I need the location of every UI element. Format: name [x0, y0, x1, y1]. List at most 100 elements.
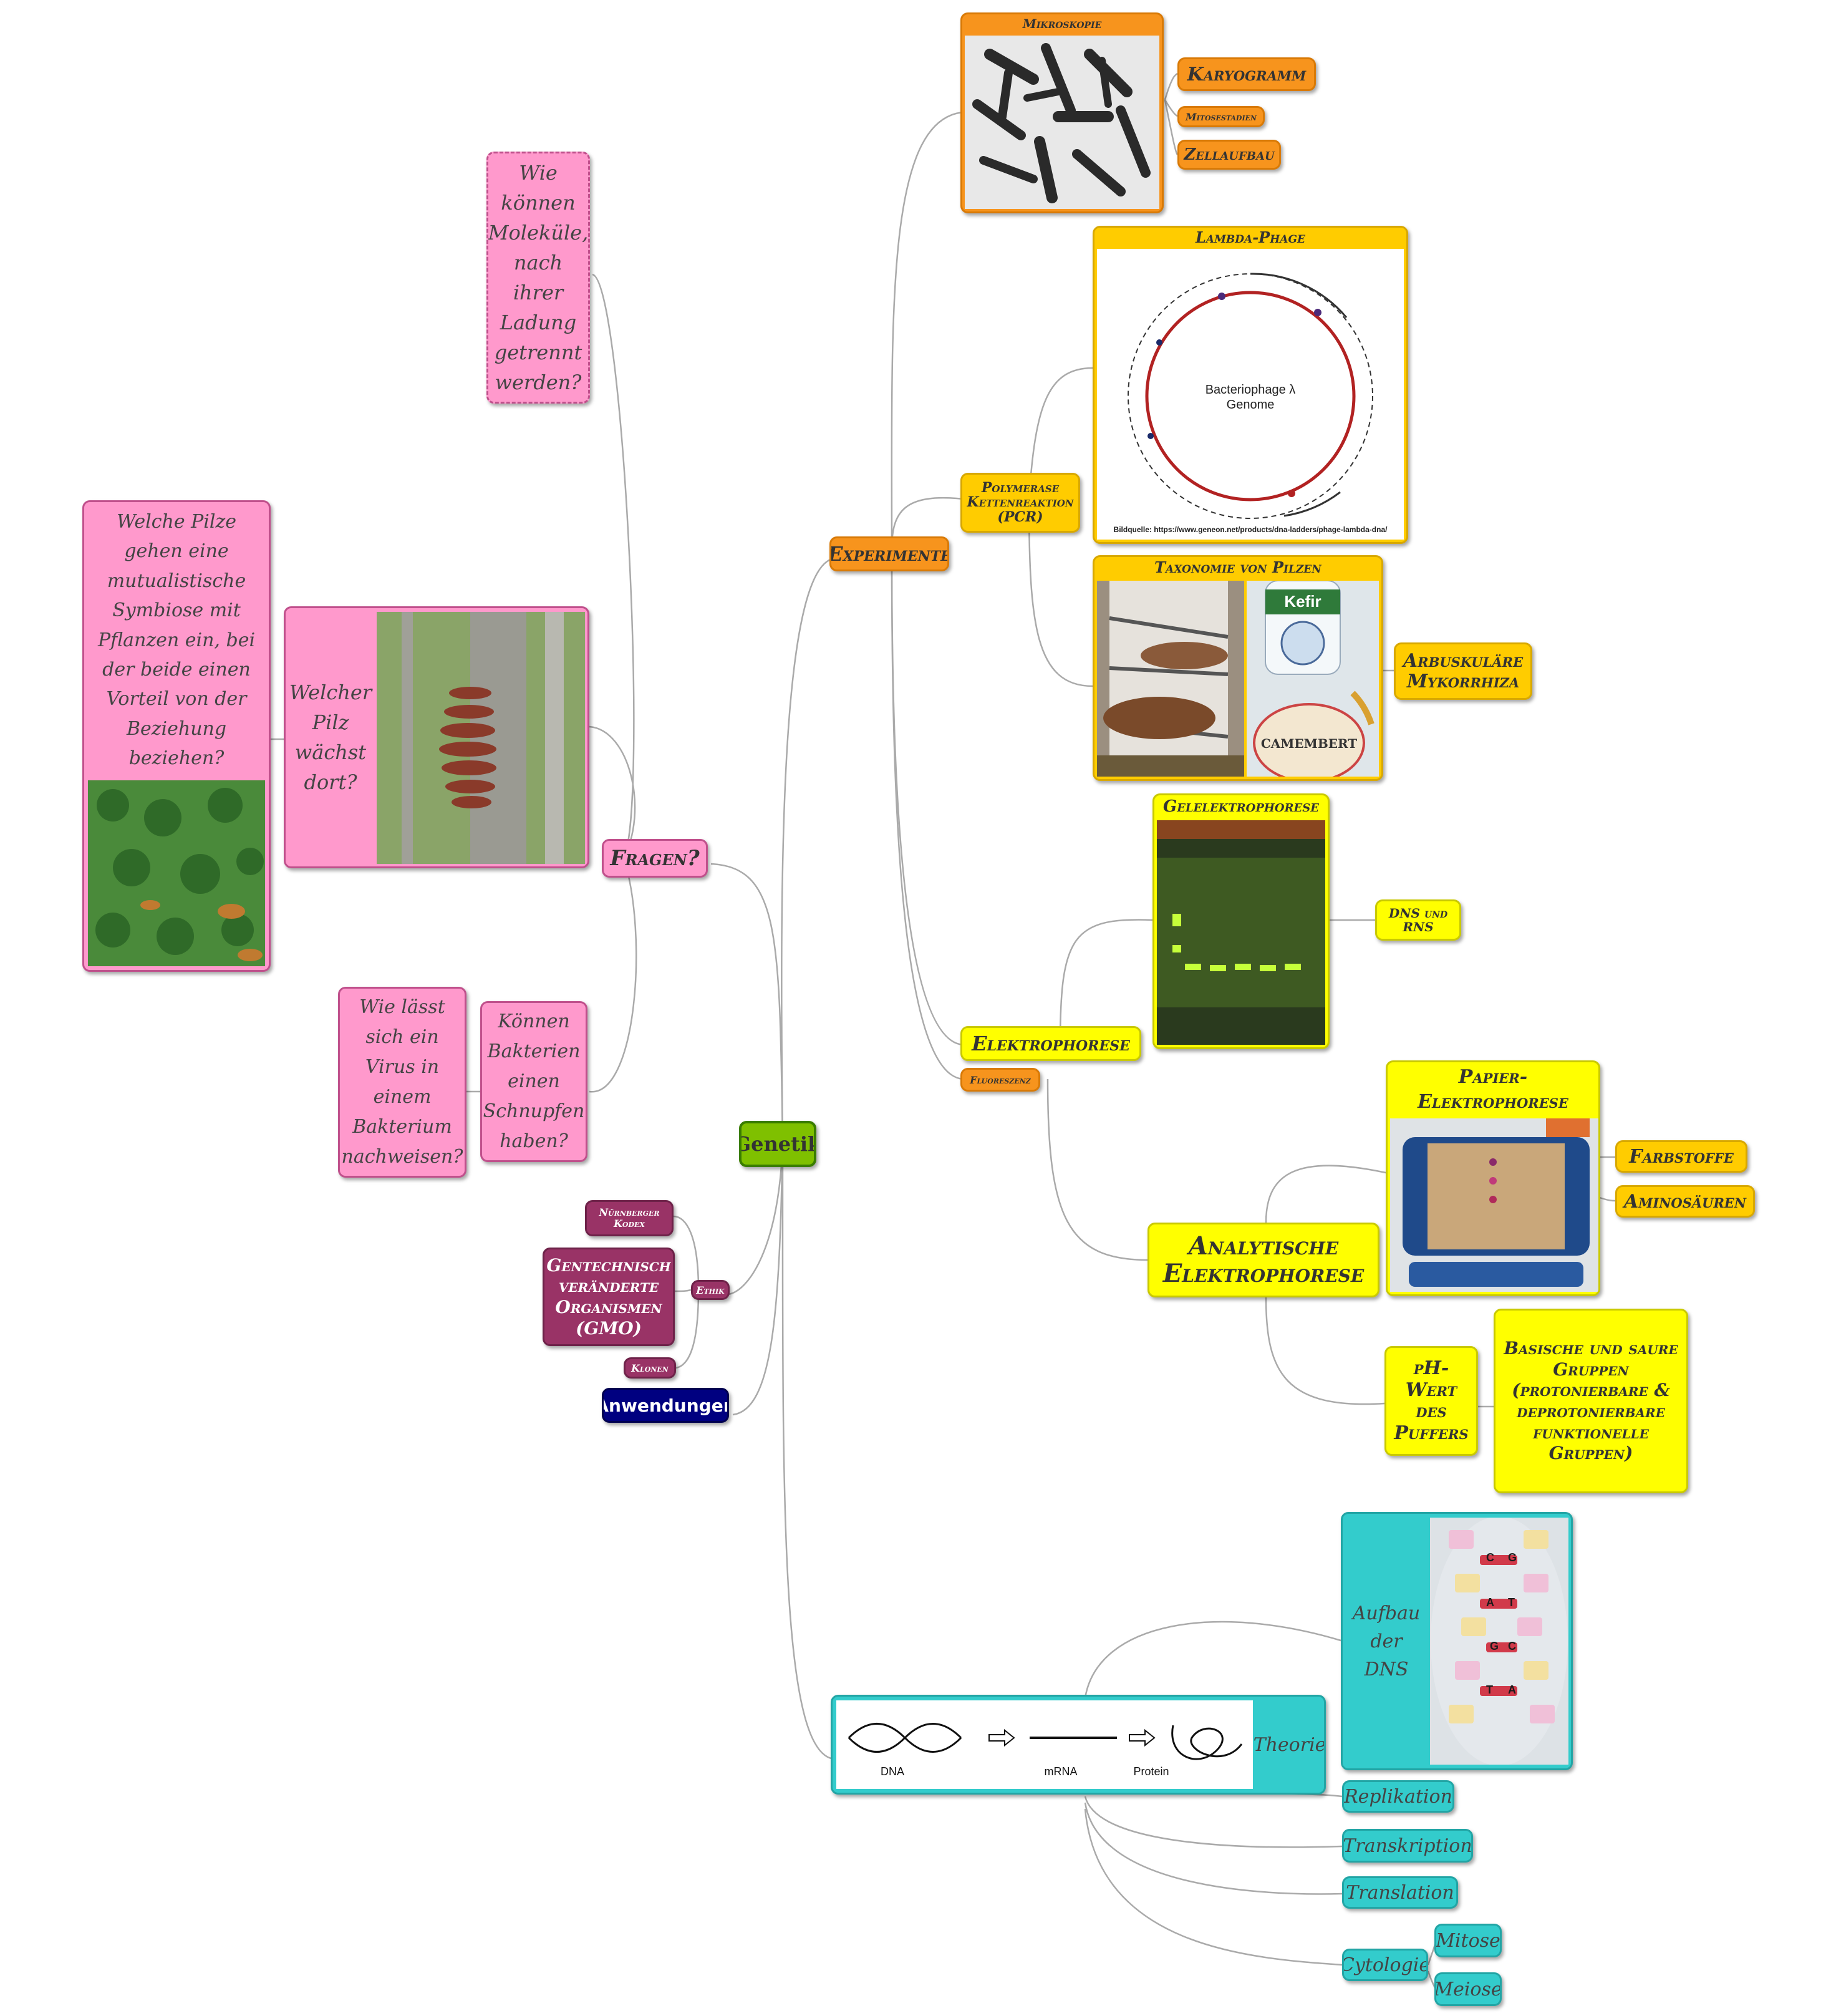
lambda-label: Lambda-Phage	[1196, 228, 1305, 246]
topic-mikroskopie[interactable]: Mikroskopie	[960, 12, 1164, 213]
topic-fragen[interactable]: Fragen?	[602, 839, 708, 878]
dns-und-rns-node[interactable]: DNS und RNS	[1375, 899, 1461, 941]
topic-anwendungen[interactable]: Anwendungen	[602, 1388, 729, 1423]
frage-molekuele-node[interactable]: Wie können Moleküle, nach ihrer Ladung g…	[486, 152, 590, 404]
gmo-node[interactable]: Gentechnisch veränderte Organismen (GMO)	[543, 1248, 675, 1346]
karyogramm-label: Karyogramm	[1187, 63, 1307, 85]
klonen-node[interactable]: Klonen	[624, 1357, 676, 1379]
mrna-caption: mRNA	[1045, 1765, 1078, 1778]
mitose-label: Mitose	[1436, 1929, 1500, 1952]
lambda-genome-image: Bacteriophage λ Genome Bildquelle: https…	[1097, 249, 1404, 540]
frage-pilz-node[interactable]: Welcher Pilz wächst dort?	[284, 606, 589, 868]
topic-experimente-label: Experimente	[829, 542, 949, 566]
frage-bakterien-node[interactable]: Können Bakterien einen Schnupfen haben?	[480, 1001, 587, 1162]
topic-ethik[interactable]: Ethik	[691, 1280, 730, 1300]
fragen-label: Fragen?	[610, 846, 700, 871]
genome-title-line1: Bacteriophage λ	[1205, 383, 1296, 397]
topic-papier-elektrophorese[interactable]: Papier-Elektrophorese	[1386, 1060, 1600, 1296]
mitosestadien-node[interactable]: Mitosestadien	[1177, 106, 1265, 127]
meiose-node[interactable]: Meiose	[1434, 1972, 1502, 2006]
gel-label: Gelelektrophorese	[1163, 797, 1319, 816]
topic-experimente[interactable]: Experimente	[829, 536, 949, 571]
aminosaeuren-node[interactable]: Aminosäuren	[1615, 1185, 1755, 1218]
pcr-label: Polymerase Kettenreaktion (PCR)	[967, 480, 1074, 525]
central-topic-genetik[interactable]: Genetik	[739, 1121, 816, 1167]
ph-wert-label: pH-Wert des Puffers	[1394, 1357, 1469, 1444]
base-g1: G	[1508, 1551, 1517, 1564]
replikation-node[interactable]: Replikation	[1342, 1780, 1454, 1813]
anwendungen-label: Anwendungen	[602, 1395, 729, 1416]
camembert-label: CAMEMBERT	[1261, 736, 1357, 751]
farbstoffe-label: Farbstoffe	[1629, 1145, 1734, 1168]
nuernberger-kodex-label: Nürnberger Kodex	[599, 1206, 660, 1229]
base-t2: T	[1486, 1684, 1493, 1696]
cytologie-node[interactable]: Cytologie	[1342, 1949, 1428, 1981]
frage-symbiose-label: Welche Pilze gehen eine mutualistische S…	[97, 511, 256, 770]
dns-und-rns-label: DNS und RNS	[1388, 906, 1448, 934]
ph-wert-node[interactable]: pH-Wert des Puffers	[1384, 1346, 1478, 1456]
pilze-label: Taxonomie von Pilzen	[1154, 558, 1321, 576]
central-topic-label: Genetik	[742, 1132, 814, 1156]
gel-picture	[1157, 820, 1325, 1045]
zellaufbau-node[interactable]: Zellaufbau	[1177, 140, 1281, 170]
dna-caption: DNA	[881, 1765, 904, 1778]
cytologie-label: Cytologie	[1342, 1954, 1428, 1976]
image-source-caption: Bildquelle: https://www.geneon.net/produ…	[1114, 525, 1388, 534]
zellaufbau-label: Zellaufbau	[1184, 145, 1275, 164]
central-dogma-image: DNA mRNA Protein	[836, 1700, 1253, 1789]
paper-electrophoresis-image	[1390, 1118, 1598, 1292]
topic-elektrophorese[interactable]: Elektrophorese	[960, 1026, 1141, 1061]
gel-image	[1157, 820, 1325, 1045]
analytische-label: Analytische Elektrophorese	[1162, 1231, 1365, 1288]
papier-label: Papier-Elektrophorese	[1418, 1066, 1568, 1113]
topic-fluoreszenz[interactable]: Fluoreszenz	[960, 1068, 1040, 1092]
karyotype-image	[965, 36, 1159, 209]
farbstoffe-node[interactable]: Farbstoffe	[1615, 1140, 1747, 1173]
central-dogma-diagram: DNA mRNA Protein	[848, 1723, 1243, 1778]
kefir-camembert-picture: Kefir CAMEMBERT	[1247, 581, 1379, 777]
topic-lambda-phage[interactable]: Lambda-Phage Bacteriophage λ Genome Bild…	[1093, 226, 1408, 544]
topic-theorie[interactable]: DNA mRNA Protein Theorie	[831, 1695, 1326, 1795]
base-c1: C	[1486, 1551, 1494, 1564]
transkription-label: Transkription	[1343, 1834, 1472, 1857]
plants-picture	[88, 780, 265, 966]
base-g2: G	[1490, 1640, 1499, 1652]
frage-virus-node[interactable]: Wie lässt sich ein Virus in einem Bakter…	[338, 987, 466, 1178]
kefir-label: Kefir	[1284, 592, 1321, 611]
replikation-label: Replikation	[1344, 1785, 1452, 1808]
translation-label: Translation	[1346, 1881, 1454, 1904]
mitosestadien-label: Mitosestadien	[1185, 110, 1257, 123]
transkription-node[interactable]: Transkription	[1342, 1829, 1473, 1863]
base-c2: C	[1508, 1640, 1516, 1652]
nuernberger-kodex-node[interactable]: Nürnberger Kodex	[585, 1200, 674, 1236]
frage-pilz-label: Welcher Pilz wächst dort?	[289, 681, 372, 794]
karyogramm-node[interactable]: Karyogramm	[1177, 57, 1316, 91]
plants-image	[88, 780, 265, 966]
birch-fungus-image	[1097, 581, 1244, 777]
aufbau-der-dns-node[interactable]: Aufbau der DNS C G A T G C T A	[1341, 1512, 1573, 1770]
meiose-label: Meiose	[1434, 1978, 1502, 2000]
candy-dna-model: C G A T G C T A	[1431, 1518, 1568, 1765]
basische-saure-label: Basische und saure Gruppen (protonierbar…	[1504, 1338, 1678, 1464]
lambda-genome-diagram: Bacteriophage λ Genome Bildquelle: https…	[1114, 273, 1388, 534]
mitose-node[interactable]: Mitose	[1434, 1924, 1502, 1957]
basische-saure-gruppen-node[interactable]: Basische und saure Gruppen (protonierbar…	[1494, 1309, 1688, 1493]
base-a1: A	[1486, 1596, 1494, 1609]
gmo-label: Gentechnisch veränderte Organismen (GMO)	[546, 1254, 671, 1339]
ethik-label: Ethik	[696, 1284, 725, 1296]
chromosome-picture	[972, 43, 1151, 203]
tree-fungus-image	[377, 612, 585, 864]
aufbau-der-dns-label: Aufbau der DNS	[1352, 1602, 1421, 1680]
frage-symbiose-node[interactable]: Welche Pilze gehen eine mutualistische S…	[82, 500, 271, 972]
topic-analytische-elektrophorese[interactable]: Analytische Elektrophorese	[1147, 1223, 1379, 1297]
arbuskulaere-mykorrhiza-node[interactable]: Arbuskuläre Mykorrhiza	[1394, 642, 1532, 700]
topic-taxonomie-pilze[interactable]: Taxonomie von Pilzen Kefir CAMEMBERT	[1093, 555, 1383, 781]
kefir-camembert-image: Kefir CAMEMBERT	[1247, 581, 1379, 777]
translation-node[interactable]: Translation	[1342, 1876, 1458, 1909]
aminosaeuren-label: Aminosäuren	[1623, 1190, 1747, 1213]
topic-pcr[interactable]: Polymerase Kettenreaktion (PCR)	[960, 473, 1080, 533]
topic-gelelektrophorese[interactable]: Gelelektrophorese	[1152, 793, 1330, 1049]
tree-fungus-picture	[377, 612, 585, 864]
frage-molekuele-label: Wie können Moleküle, nach ihrer Ladung g…	[488, 161, 589, 394]
